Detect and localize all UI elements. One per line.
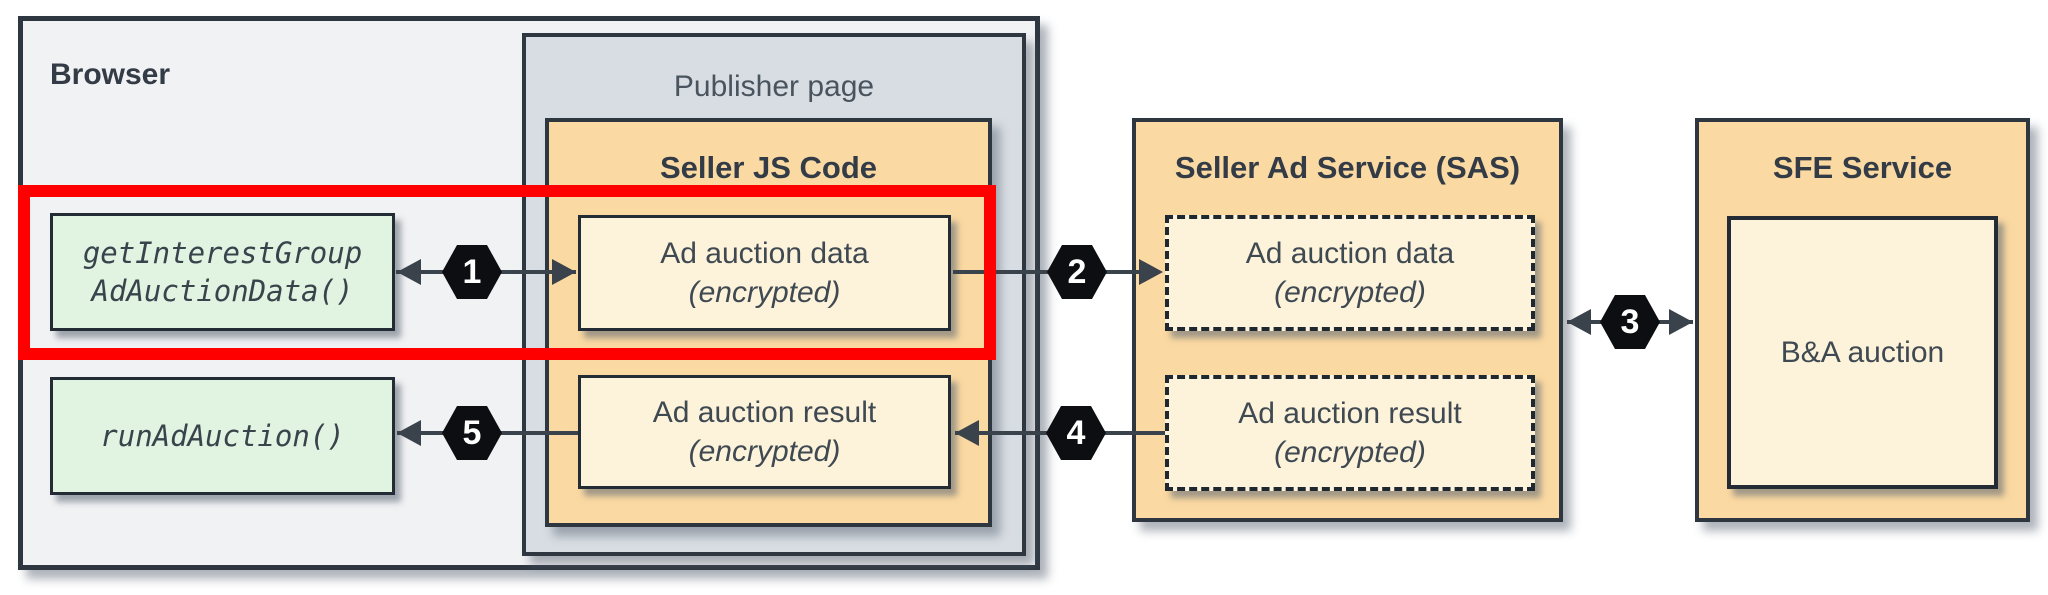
step-1-hexagon: 1 [442, 245, 502, 299]
encrypted-note: (encrypted) [1274, 276, 1426, 309]
publisher-page-label: Publisher page [673, 70, 875, 103]
ad-auction-data-label: Ad auction data [660, 237, 869, 270]
ad-auction-data-node-sas: Ad auction data (encrypted) [1165, 215, 1535, 331]
step-1-number: 1 [462, 252, 482, 291]
encrypted-note: (encrypted) [1274, 436, 1426, 469]
ad-auction-data-label: Ad auction data [1245, 237, 1455, 270]
browser-label: Browser [50, 58, 171, 91]
ba-auction-label: B&A auction [1780, 336, 1945, 369]
sas-label: Seller Ad Service (SAS) [1174, 150, 1521, 185]
encrypted-note: (encrypted) [688, 276, 841, 309]
arrowhead-left-icon [955, 420, 979, 446]
ba-auction-node: B&A auction [1727, 216, 1998, 489]
step-5-hexagon: 5 [442, 406, 502, 460]
arrowhead-left-icon [397, 420, 421, 446]
ad-auction-result-node-sellerjs: Ad auction result (encrypted) [578, 375, 951, 489]
step-4-hexagon: 4 [1046, 406, 1106, 460]
highlight-rectangle [18, 185, 996, 360]
encrypted-note: (encrypted) [688, 435, 841, 468]
get-interest-group-code-line2: AdAuctionData() [91, 274, 354, 308]
arrowhead-right-icon [1139, 259, 1163, 285]
run-ad-auction-node: runAdAuction() [50, 377, 395, 495]
ad-auction-result-label: Ad auction result [1238, 397, 1462, 430]
ad-auction-data-node-sellerjs: Ad auction data (encrypted) [578, 215, 951, 331]
arrowhead-right-icon [552, 259, 576, 285]
step-5-number: 5 [462, 413, 482, 452]
step-3-hexagon: 3 [1600, 295, 1660, 349]
ad-auction-result-label: Ad auction result [652, 396, 877, 429]
get-interest-group-node: getInterestGroup AdAuctionData() [50, 213, 395, 331]
get-interest-group-code-line1: getInterestGroup [82, 236, 363, 270]
ad-auction-result-node-sas: Ad auction result (encrypted) [1165, 375, 1535, 491]
arrowhead-left-icon [1567, 309, 1591, 335]
arrowhead-left-icon [397, 259, 421, 285]
step-2-hexagon: 2 [1047, 245, 1107, 299]
seller-js-code-label: Seller JS Code [659, 150, 878, 185]
arrowhead-right-icon [1669, 309, 1693, 335]
step-4-number: 4 [1066, 413, 1086, 452]
sfe-label: SFE Service [1772, 150, 1953, 185]
step-3-number: 3 [1620, 302, 1640, 341]
run-ad-auction-code: runAdAuction() [100, 419, 345, 453]
step-2-number: 2 [1067, 252, 1087, 291]
